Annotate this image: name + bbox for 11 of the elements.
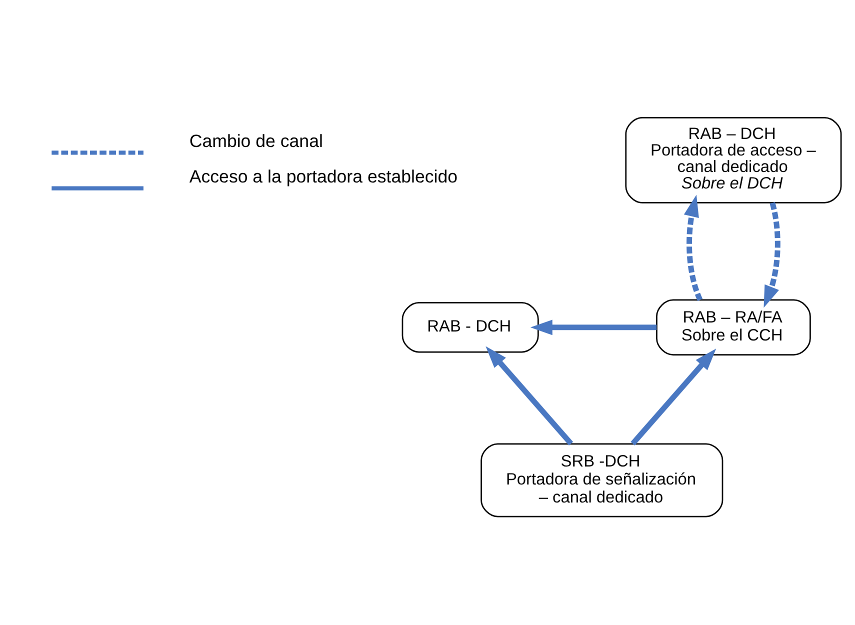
node-box: RAB - DCH	[402, 302, 539, 352]
arrow	[630, 348, 716, 445]
arrow	[530, 319, 657, 335]
arrow	[486, 346, 574, 445]
node-box: RAB – RA/FA Sobre el CCH	[656, 298, 811, 355]
legend-label: Acceso a la portadora establecido	[189, 166, 458, 186]
arrow	[684, 194, 703, 301]
node-box: SRB -DCH Portadora de señalización – canal dedicado	[480, 442, 724, 517]
node-box: RAB – DCH Portadora de acceso – canal dedicado Sobre el DCH	[625, 116, 842, 203]
arrow	[764, 202, 780, 308]
legend-label: Cambio de canal	[189, 130, 323, 151]
